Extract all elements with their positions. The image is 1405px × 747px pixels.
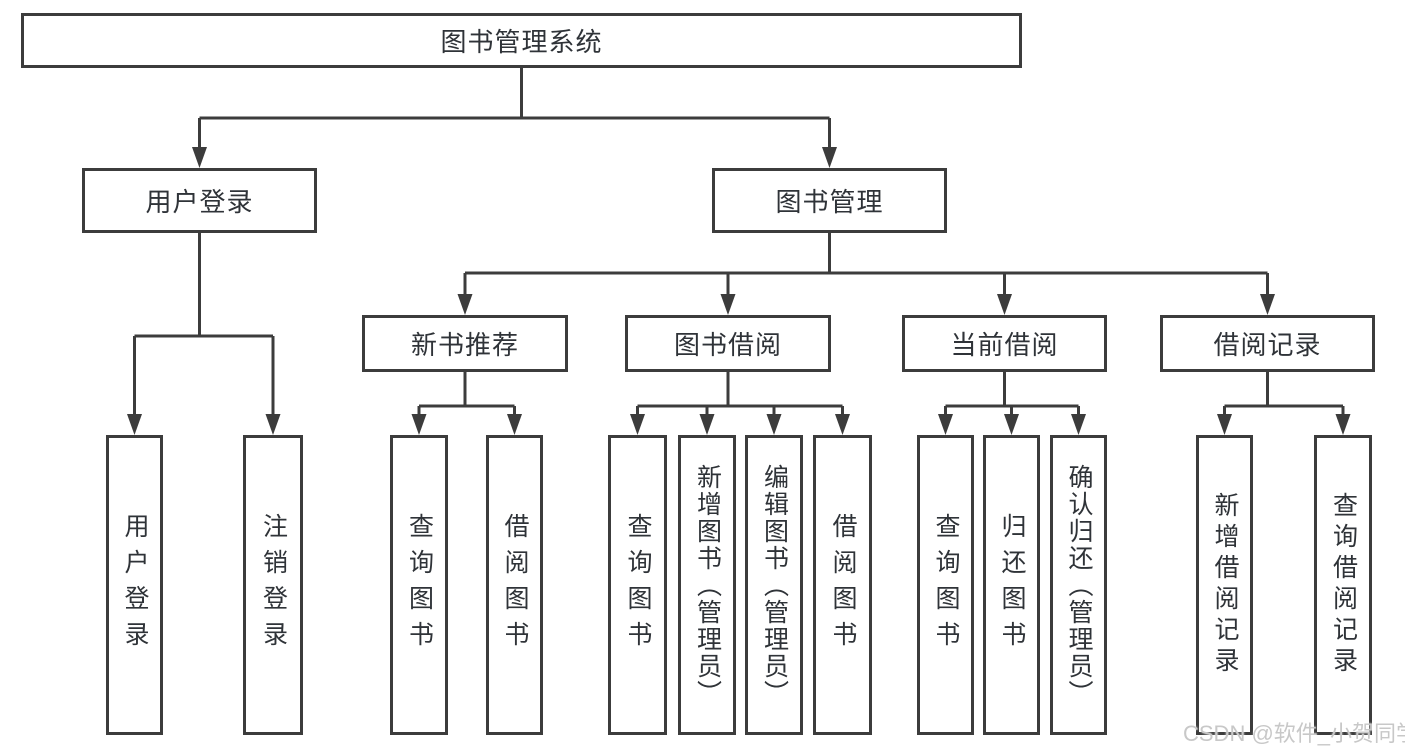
node-label: 编辑图书（管理员） (760, 463, 789, 707)
node-label: 查询借阅记录 (1329, 492, 1358, 678)
arrowhead-icon (997, 294, 1012, 315)
arrowhead-icon (835, 414, 850, 435)
node-label: 图书管理 (775, 187, 884, 217)
arrowhead-icon (720, 294, 736, 315)
arrowhead-icon (1217, 414, 1232, 435)
node-book-borrowing: 图书借阅 (625, 315, 831, 372)
csdn-watermark: CSDN @软件_小贺同学 (1183, 721, 1405, 746)
node-label: 借阅图书 (829, 513, 857, 657)
node-user-login: 用户登录 (82, 168, 317, 233)
arrowhead-icon (411, 414, 427, 435)
leaf-cb-confirm-return-admin: 确认归还（管理员） (1050, 435, 1107, 735)
arrowhead-icon (1071, 414, 1086, 435)
arrowhead-icon (699, 414, 715, 435)
arrowhead-icon (630, 414, 645, 435)
arrowhead-icon (507, 414, 522, 435)
arrowhead-icon (127, 414, 142, 435)
node-label: 新书推荐 (410, 330, 519, 360)
node-book-management: 图书管理 (712, 168, 947, 233)
leaf-br-add-record: 新增借阅记录 (1196, 435, 1253, 735)
arrowhead-icon (1260, 294, 1275, 315)
node-label: 图书管理系统 (440, 27, 603, 57)
leaf-nbr-query-books: 查询图书 (390, 435, 448, 735)
leaf-nbr-borrow-books: 借阅图书 (486, 435, 543, 735)
leaf-cb-return-books: 归还图书 (983, 435, 1040, 735)
node-label: 图书借阅 (673, 330, 782, 360)
node-current-borrowing: 当前借阅 (902, 315, 1107, 372)
node-label: 查询图书 (624, 513, 652, 657)
node-borrowing-records: 借阅记录 (1160, 315, 1375, 372)
arrowhead-icon (1004, 414, 1019, 435)
leaf-bb-borrow-books: 借阅图书 (813, 435, 872, 735)
leaf-br-query-record: 查询借阅记录 (1314, 435, 1372, 735)
node-label: 借阅图书 (501, 513, 529, 657)
node-library-management-system: 图书管理系统 (21, 13, 1022, 68)
arrowhead-icon (1335, 414, 1351, 435)
node-new-book-recommend: 新书推荐 (362, 315, 568, 372)
node-label: 新增借阅记录 (1211, 492, 1239, 678)
leaf-bb-query-books: 查询图书 (608, 435, 667, 735)
node-label: 归还图书 (998, 513, 1026, 657)
arrowhead-icon (192, 147, 207, 168)
arrowhead-icon (938, 414, 953, 435)
leaf-user-login: 用户登录 (106, 435, 163, 735)
leaf-bb-edit-books-admin: 编辑图书（管理员） (745, 435, 803, 735)
node-label: 查询图书 (932, 513, 960, 657)
node-label: 注销登录 (259, 513, 288, 657)
node-label: 当前借阅 (950, 330, 1059, 360)
leaf-bb-add-books-admin: 新增图书（管理员） (678, 435, 736, 735)
node-label: 用户登录 (145, 187, 254, 217)
leaf-logout: 注销登录 (243, 435, 303, 735)
arrowhead-icon (822, 147, 837, 168)
node-label: 查询图书 (405, 513, 434, 657)
node-label: 用户登录 (121, 513, 149, 657)
node-label: 新增图书（管理员） (693, 463, 722, 707)
node-label: 借阅记录 (1213, 330, 1322, 360)
leaf-cb-query-books: 查询图书 (917, 435, 974, 735)
arrowhead-icon (457, 294, 473, 315)
arrowhead-icon (766, 414, 782, 435)
node-label: 确认归还（管理员） (1065, 463, 1093, 707)
arrowhead-icon (265, 414, 281, 435)
